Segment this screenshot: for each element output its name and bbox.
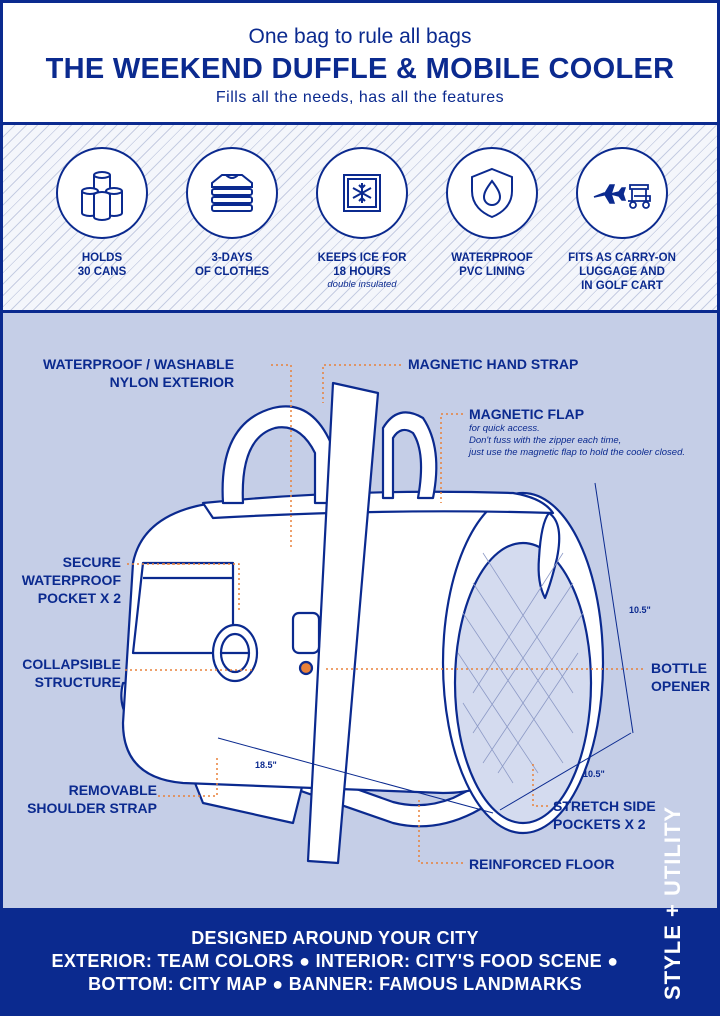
callout-magnetic-flap: MAGNETIC FLAP xyxy=(469,406,585,422)
feature-note: double insulated xyxy=(327,279,397,290)
subtitle: Fills all the needs, has all the feature… xyxy=(215,89,505,106)
feature-clothes: 3-DAYS OF CLOTHES xyxy=(167,147,297,279)
feature-label: HOLDS 30 CANS xyxy=(77,252,127,278)
duffle-bag-illustration xyxy=(120,364,643,865)
feature-carry-on: FITS AS CARRY-ON LUGGAGE AND IN GOLF CAR… xyxy=(557,147,687,293)
feature-label: WATERPROOF PVC LINING xyxy=(451,252,533,278)
footer-banner: DESIGNED AROUND YOUR CITY EXTERIOR: TEAM… xyxy=(0,908,720,1016)
side-label: STYLE + UTILITY xyxy=(660,805,685,1000)
feature-waterproof: WATERPROOF PVC LINING xyxy=(427,147,557,279)
feature-cans: HOLDS 30 CANS xyxy=(37,147,167,279)
callout-side-pockets: STRETCH SIDE POCKETS X 2 xyxy=(553,798,656,832)
bag-diagram: WATERPROOF / WASHABLE NYLON EXTERIOR MAG… xyxy=(0,310,720,908)
water-drop-shield-icon xyxy=(446,147,538,239)
dimension-length: 18.5" xyxy=(255,760,277,770)
airplane-golf-cart-icon xyxy=(576,147,668,239)
callout-collapsible: COLLAPSIBLE STRUCTURE xyxy=(22,656,121,690)
feature-label: KEEPS ICE FOR 18 HOURS xyxy=(317,252,407,278)
feature-label: FITS AS CARRY-ON LUGGAGE AND IN GOLF CAR… xyxy=(568,252,676,292)
tagline: One bag to rule all bags xyxy=(248,25,472,48)
callout-reinforced-floor: REINFORCED FLOOR xyxy=(469,856,615,872)
header: One bag to rule all bags THE WEEKEND DUF… xyxy=(0,0,720,122)
callout-pocket: SECURE WATERPROOF POCKET X 2 xyxy=(21,554,121,606)
footer-line-3: BOTTOM: CITY MAP ● BANNER: FAMOUS LANDMA… xyxy=(88,974,582,994)
feature-ice: KEEPS ICE FOR 18 HOURS double insulated xyxy=(297,147,427,290)
footer-line-1: DESIGNED AROUND YOUR CITY xyxy=(191,928,479,948)
callout-exterior: WATERPROOF / WASHABLE NYLON EXTERIOR xyxy=(43,356,235,390)
folded-clothes-icon xyxy=(186,147,278,239)
callout-shoulder-strap: REMOVABLE SHOULDER STRAP xyxy=(27,782,157,816)
dimension-depth: 10.5" xyxy=(583,769,605,779)
callout-bottle-opener: BOTTLE OPENER xyxy=(651,660,711,694)
page-title: THE WEEKEND DUFFLE & MOBILE COOLER xyxy=(45,53,675,85)
footer-line-2: EXTERIOR: TEAM COLORS ● INTERIOR: CITY'S… xyxy=(51,951,619,971)
cans-icon xyxy=(56,147,148,239)
dimension-height: 10.5" xyxy=(629,605,651,615)
callout-hand-strap: MAGNETIC HAND STRAP xyxy=(408,356,579,372)
feature-label: 3-DAYS OF CLOTHES xyxy=(194,252,270,278)
feature-band: HOLDS 30 CANS 3-DAYS OF CLOTHES xyxy=(0,122,720,310)
callout-flap-note: for quick access. Don't fuss with the zi… xyxy=(469,423,685,458)
snowflake-icon xyxy=(316,147,408,239)
